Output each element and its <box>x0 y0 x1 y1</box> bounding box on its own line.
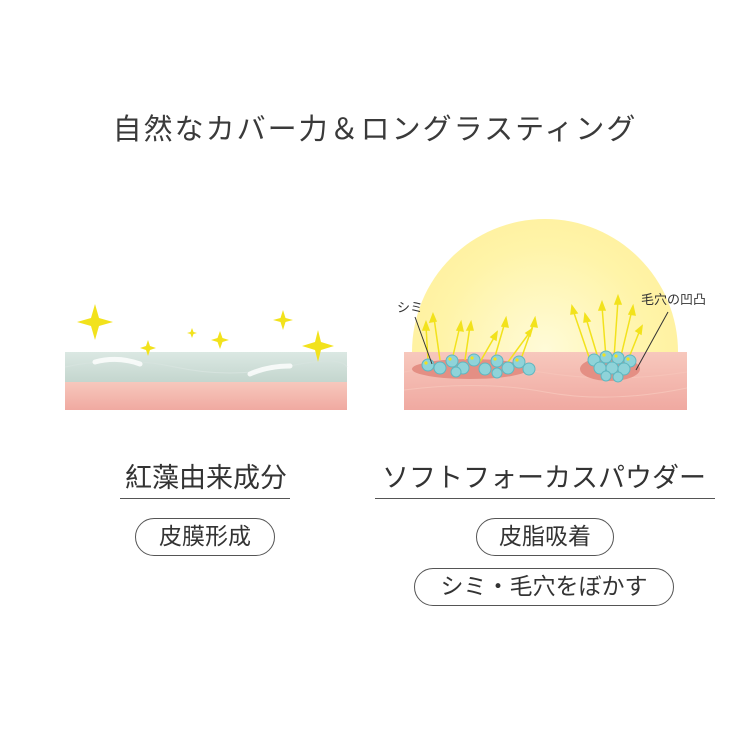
left-divider <box>120 498 290 499</box>
left-tag-film: 皮膜形成 <box>135 518 275 556</box>
light-glow <box>412 219 678 352</box>
right-heading: ソフトフォーカスパウダー <box>382 463 706 494</box>
spot-callout-label: シミ <box>397 301 424 316</box>
particle-highlights <box>424 353 630 365</box>
light-rays <box>421 293 643 363</box>
powder-particles <box>421 350 637 383</box>
skin-layer <box>65 382 347 410</box>
page-title: 自然なカバー力＆ロングラスティング <box>112 112 638 146</box>
sparkle-icons <box>77 304 334 362</box>
left-heading: 紅藻由来成分 <box>125 463 287 494</box>
right-tag-sebum: 皮脂吸着 <box>476 518 614 556</box>
pore-callout-label: 毛穴の凹凸 <box>641 293 707 308</box>
left-skin-illustration <box>64 304 348 410</box>
film-layer <box>65 352 347 382</box>
pore-callout-line <box>635 311 669 371</box>
right-divider <box>375 498 715 499</box>
spot-callout-line <box>414 316 433 365</box>
right-skin-illustration <box>403 219 688 410</box>
right-tag-blur: シミ・毛穴をぼかす <box>414 568 674 606</box>
